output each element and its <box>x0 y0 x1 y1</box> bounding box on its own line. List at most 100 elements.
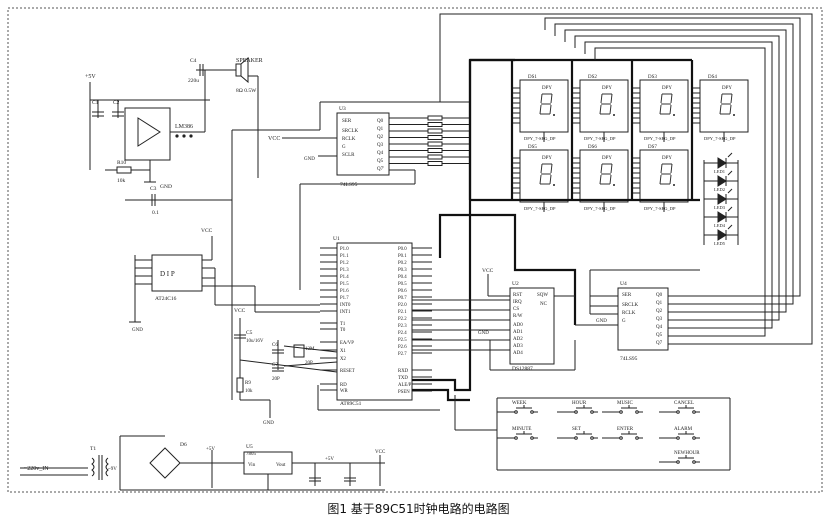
reset-vcc-label: VCC <box>234 308 246 314</box>
led: LED2 <box>704 170 738 192</box>
u1-pin-label: P1.0 <box>340 247 349 252</box>
u2-pin-ad3: AD3 <box>513 344 523 349</box>
u1-pin-label: P2.1 <box>398 310 407 315</box>
u4-pin-rclk: RCLK <box>622 311 636 316</box>
push-button[interactable]: HOUR <box>557 401 598 414</box>
u4-pin-ser: SER <box>622 293 632 298</box>
lm386-label: LM386 <box>175 124 193 130</box>
u2-pin-irq: IRQ <box>513 300 522 305</box>
button-contact <box>619 410 623 414</box>
r10-resistor <box>116 166 132 174</box>
display-ref: DS3 <box>648 75 657 80</box>
led-icon <box>717 193 727 205</box>
u1-pin-label: P0.6 <box>398 289 407 294</box>
segment-mark <box>670 163 673 174</box>
led-icon <box>717 157 727 169</box>
psu-plus5-label: +5V <box>206 447 215 452</box>
decimal-point <box>613 114 615 116</box>
push-button[interactable]: SET <box>557 427 598 440</box>
segment-mark <box>669 174 672 185</box>
decimal-point <box>613 184 615 186</box>
u1-pin-label: T1 <box>340 322 346 327</box>
u1-name: AT89C51 <box>340 401 362 407</box>
at24c16-label: AT24C16 <box>155 296 177 302</box>
display-ref: DS1 <box>528 75 537 80</box>
u3-pin-q7p: Q7' <box>377 167 384 172</box>
push-button[interactable]: WEEK <box>497 401 538 414</box>
button-contact <box>514 410 518 414</box>
segment-mark <box>609 174 612 185</box>
button-label: NEWHOUR <box>674 451 700 456</box>
push-button[interactable]: MUSIC <box>602 401 643 414</box>
u2-pin-ad1: AD1 <box>513 330 523 335</box>
u2-rtc: U2 DS12887 RST IRQ CS SQW R/W AD0 AD1 AD… <box>412 268 576 372</box>
u3-pin-q4: Q4 <box>377 151 384 156</box>
button-contact <box>574 410 578 414</box>
c7-value: 20P <box>272 377 280 382</box>
u1-pin-label: P0.1 <box>398 254 407 259</box>
u1-pin-label: PSEN <box>398 390 410 395</box>
t1-secondary-label: ~9V <box>108 467 117 472</box>
schematic-border <box>7 7 823 493</box>
segment-resistor <box>427 135 443 140</box>
r10-value: 10k <box>117 178 126 184</box>
u1-pin-label: P2.3 <box>398 324 407 329</box>
segment-mark <box>600 93 603 104</box>
u1-pin-label: P2.0 <box>398 303 407 308</box>
segment-mark <box>600 163 603 174</box>
c4-value: 220u <box>188 78 199 84</box>
u3-pin-sclr: SCLR <box>342 153 355 158</box>
u4-gnd-label: GND <box>596 319 607 324</box>
button-contact <box>692 460 696 464</box>
decimal-point <box>553 184 555 186</box>
push-button[interactable]: NEWHOUR <box>659 451 700 464</box>
u1-pin-label: INT1 <box>340 310 351 315</box>
u1-pin-label: T0 <box>340 328 346 333</box>
u4-ref: U4 <box>620 281 627 287</box>
u2-pin-cs: CS <box>513 307 519 312</box>
push-button[interactable]: MINUTE <box>497 427 538 440</box>
push-button[interactable]: ALARM <box>659 427 700 440</box>
button-label: ALARM <box>674 427 693 432</box>
u1-pin-label: P0.3 <box>398 268 407 273</box>
led-label: LED4 <box>714 223 726 228</box>
c5-label: C5 <box>246 330 253 336</box>
segment-resistor <box>427 154 443 160</box>
u3-pin-q0: Q0 <box>377 119 384 124</box>
segment-resistor <box>427 122 443 127</box>
c3-value: 0.1 <box>152 210 159 216</box>
decimal-point <box>673 114 675 116</box>
u1-pin-label: P1.6 <box>340 289 349 294</box>
c2-label: C2 <box>113 100 120 106</box>
u1-pin-label: P1.2 <box>340 261 349 266</box>
push-button[interactable]: CANCEL <box>659 401 700 414</box>
push-button[interactable]: ENTER <box>602 427 643 440</box>
led-label: LED5 <box>714 241 726 246</box>
crystal-label: 12M <box>305 347 315 352</box>
button-contact <box>590 410 594 414</box>
u1-pin-label: P0.2 <box>398 261 407 266</box>
bus-u1-u4 <box>438 213 577 325</box>
u1-pin-label: P0.5 <box>398 282 407 287</box>
u4-pin-q7: Q7 <box>656 341 663 346</box>
bus-u1-display <box>412 58 515 392</box>
u1-pin-label: P2.5 <box>398 338 407 343</box>
button-contact <box>676 460 680 464</box>
display-sublabel: DPY_7-SEG_DP <box>584 206 616 211</box>
eeprom-chip: D I P AT24C16 VCC GND <box>129 228 320 333</box>
ac-input-label: ~220v_IN <box>24 466 49 472</box>
led-icon <box>717 211 727 223</box>
segment-mark <box>549 104 552 115</box>
segment-mark <box>549 174 552 185</box>
u1-pin-label: P2.4 <box>398 331 407 336</box>
amp-gnd-label: GND <box>160 184 172 190</box>
amplifier-section: +5V C1 C2 LM386 C4 220u SPEAKER 8Ω 0.5W … <box>85 56 320 400</box>
u1-pin-label: X2 <box>340 357 346 362</box>
led-icon <box>717 229 727 241</box>
u1-pin-label: WR <box>340 389 349 394</box>
segment-mark <box>539 104 542 115</box>
